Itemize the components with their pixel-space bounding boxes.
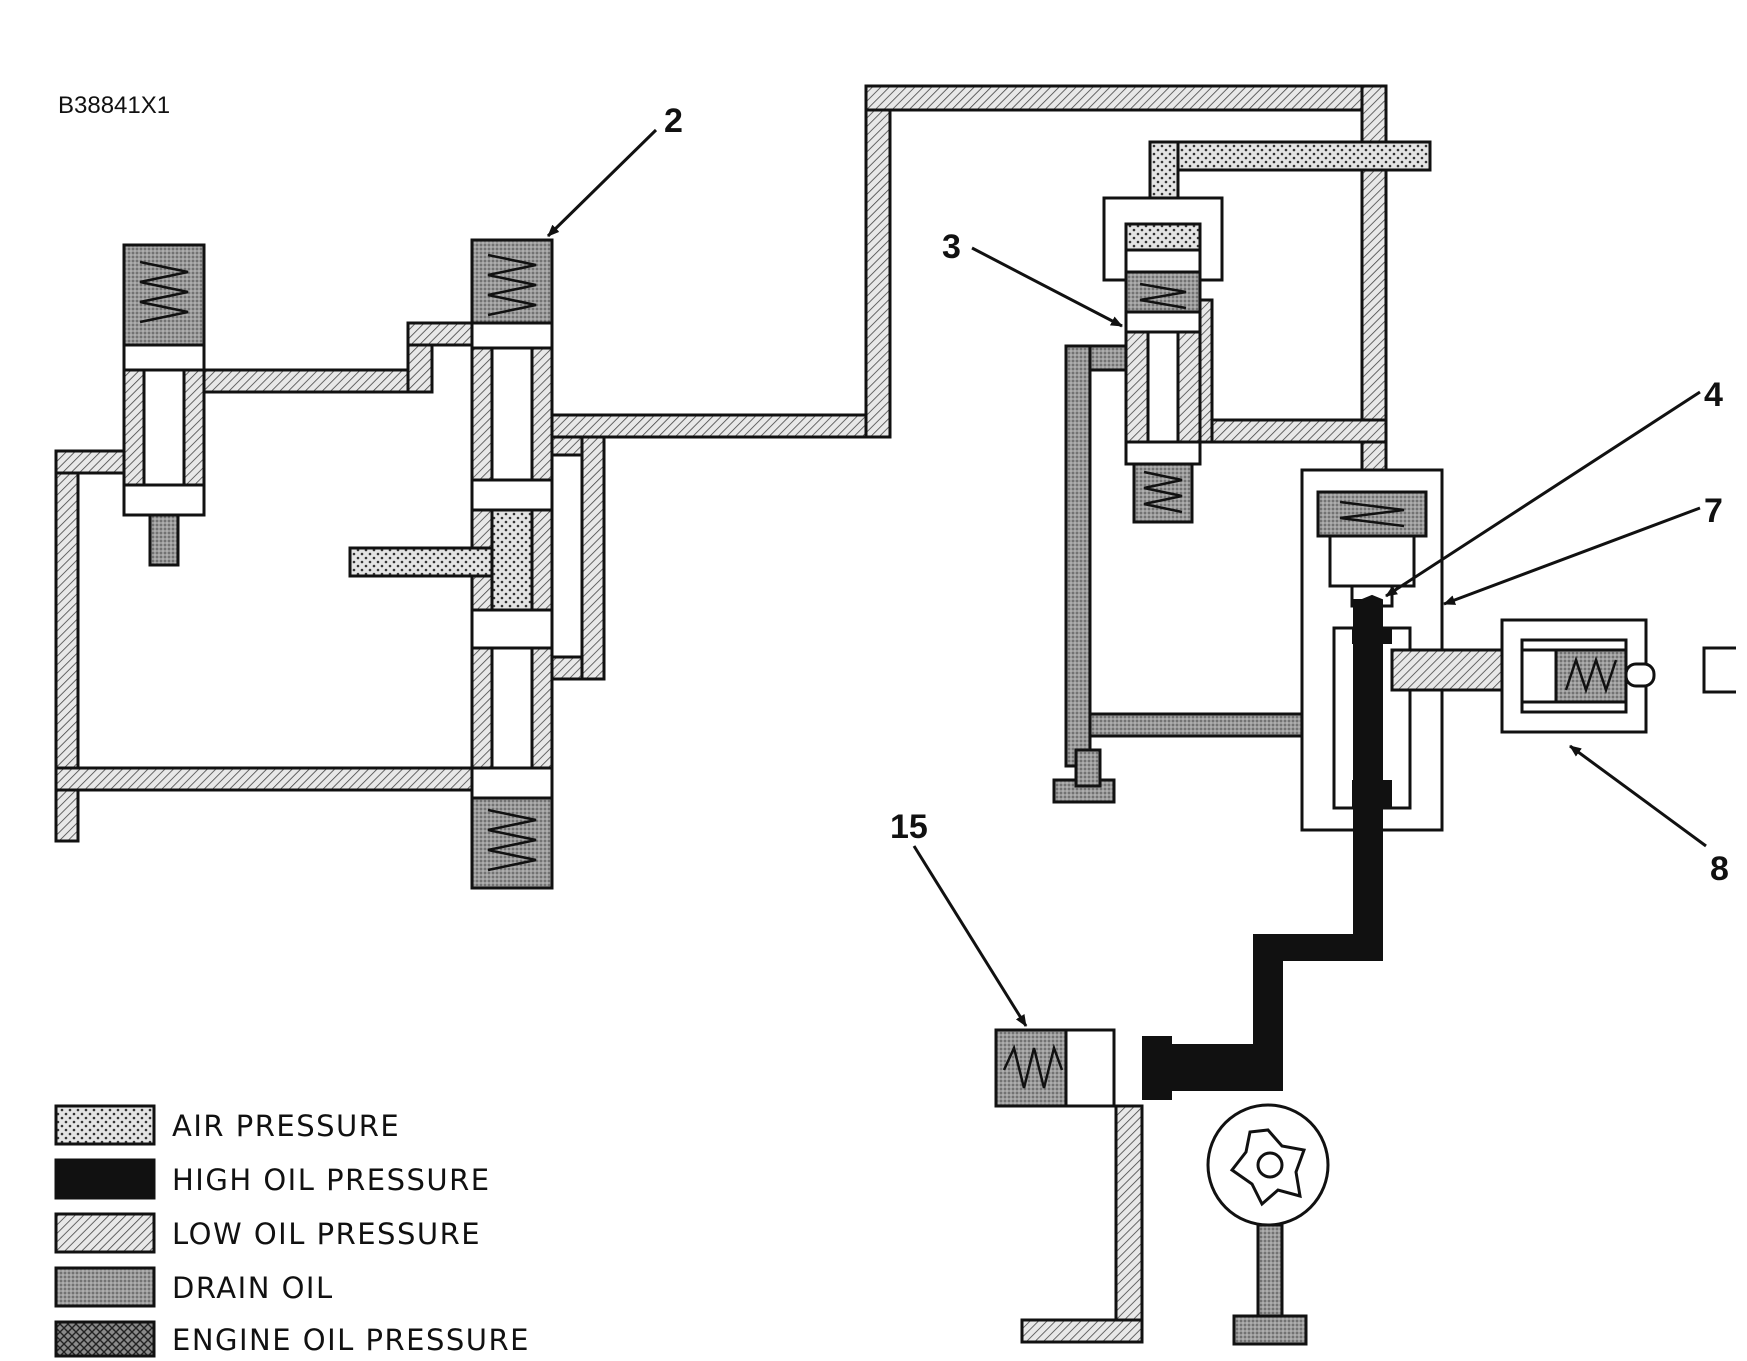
callout-2: 2 <box>546 102 683 238</box>
figure-id: B38841X1 <box>58 92 170 119</box>
legend-swatch-air <box>54 1104 156 1146</box>
high-pressure-line <box>1142 594 1383 1100</box>
low-pressure-lines-left <box>54 321 874 843</box>
callout-8: 8 <box>1569 744 1729 888</box>
legend-swatch-low <box>54 1212 156 1254</box>
callout-8-label: 8 <box>1710 850 1729 888</box>
callout-7: 7 <box>1443 492 1723 606</box>
legend: AIR PRESSURE HIGH OIL PRESSURE LOW OIL P… <box>54 1104 530 1358</box>
callout-3-label: 3 <box>942 228 961 266</box>
legend-item-high: HIGH OIL PRESSURE <box>54 1158 491 1200</box>
callout-7-label: 7 <box>1704 492 1723 530</box>
air-inlet-left <box>348 508 534 612</box>
callout-3: 3 <box>942 228 1123 328</box>
valve-3 <box>1102 196 1224 524</box>
legend-label-engine: ENGINE OIL PRESSURE <box>172 1323 530 1357</box>
legend-label-low: LOW OIL PRESSURE <box>172 1217 481 1251</box>
relief-drain-line <box>1020 1104 1144 1344</box>
legend-item-engine: ENGINE OIL PRESSURE <box>54 1320 530 1358</box>
callout-4: 4 <box>1385 376 1723 598</box>
callout-4-label: 4 <box>1704 376 1723 414</box>
valve-2 <box>470 238 554 890</box>
cap-bracket <box>1702 646 1736 694</box>
legend-label-air: AIR PRESSURE <box>172 1109 400 1143</box>
legend-swatch-drain <box>54 1266 156 1308</box>
valve-8 <box>1500 618 1656 734</box>
small-valve <box>122 243 206 567</box>
left-valve-group <box>54 238 874 890</box>
callout-15-label: 15 <box>890 808 928 846</box>
drain-line-right <box>1052 344 1342 804</box>
callout-15: 15 <box>890 808 1028 1027</box>
legend-swatch-high <box>54 1158 156 1200</box>
legend-swatch-engine <box>54 1320 156 1358</box>
legend-label-drain: DRAIN OIL <box>172 1271 334 1305</box>
legend-label-high: HIGH OIL PRESSURE <box>172 1163 491 1197</box>
legend-item-low: LOW OIL PRESSURE <box>54 1212 481 1254</box>
relief-valve-15 <box>994 1028 1116 1108</box>
legend-item-air: AIR PRESSURE <box>54 1104 400 1146</box>
legend-item-drain: DRAIN OIL <box>54 1266 334 1308</box>
callout-2-label: 2 <box>664 102 683 140</box>
oil-pump <box>1206 1103 1330 1346</box>
